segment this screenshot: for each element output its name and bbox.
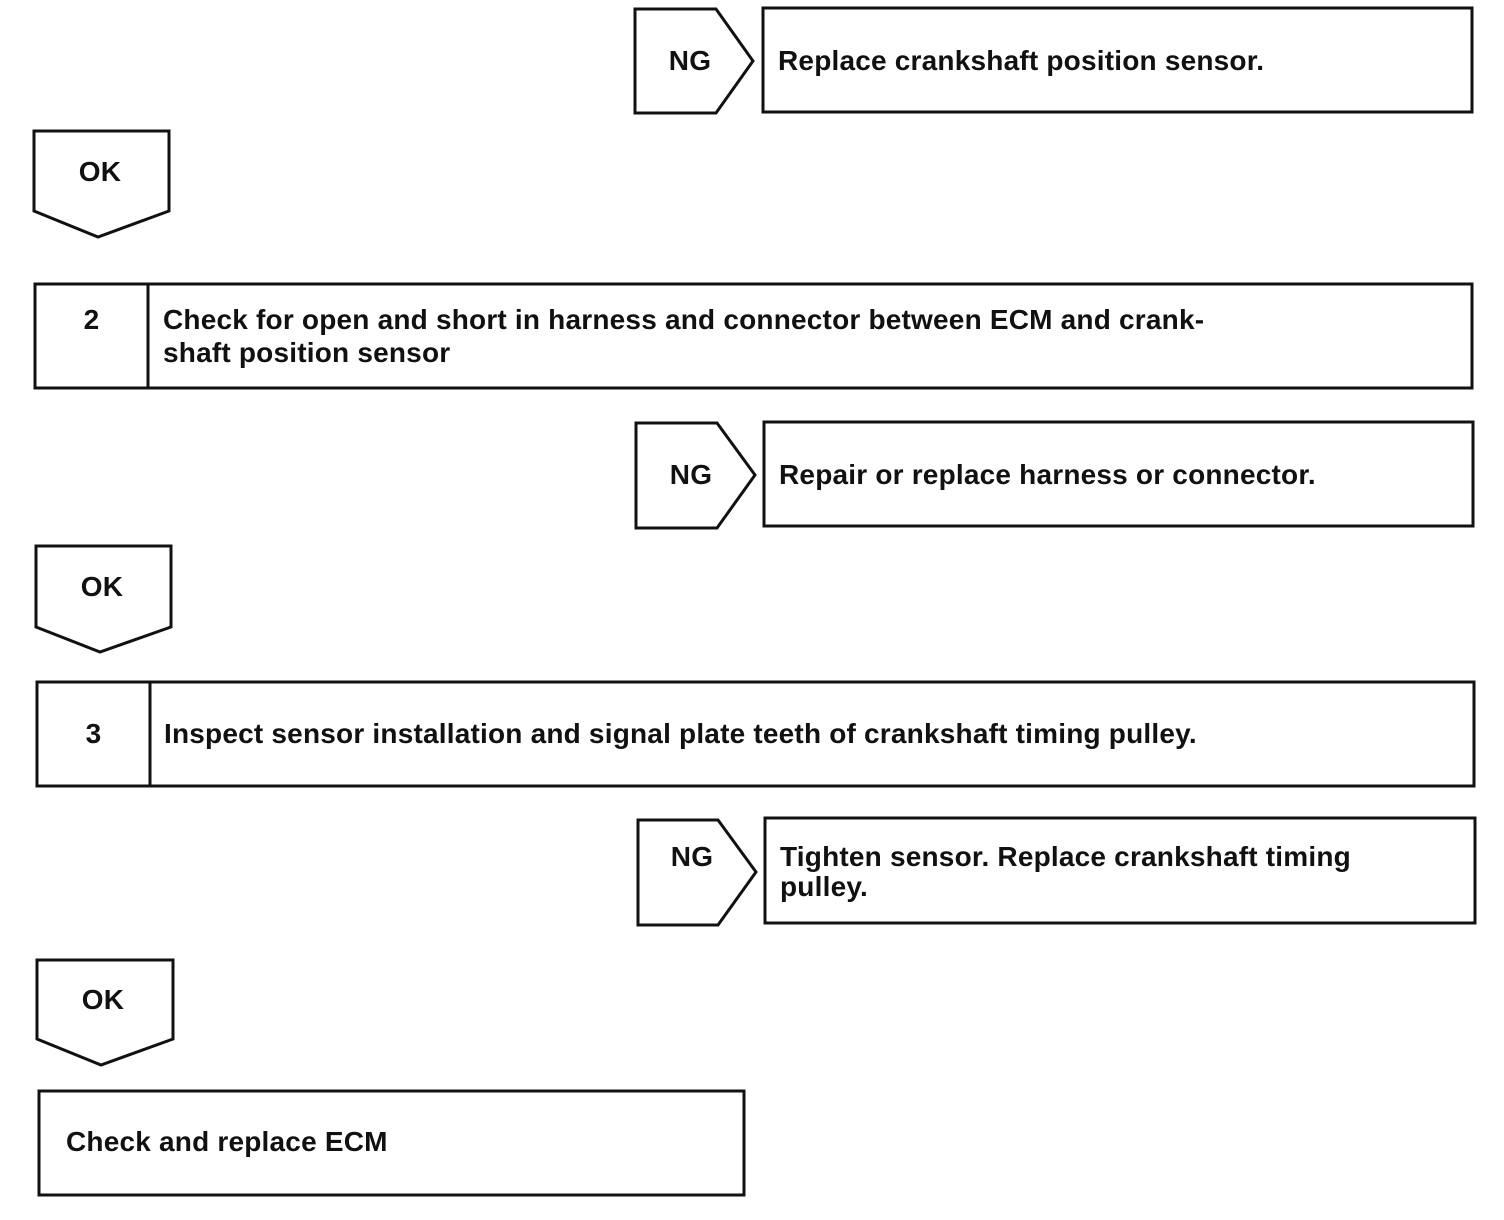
step-2-number: 2 bbox=[83, 304, 100, 335]
ok-label-3: OK bbox=[81, 984, 125, 1015]
ng-label-2: NG bbox=[669, 459, 713, 490]
ng-action-1: Replace crankshaft position sensor. bbox=[778, 45, 1265, 76]
ok-label-2: OK bbox=[80, 571, 124, 602]
final-action-text: Check and replace ECM bbox=[66, 1126, 388, 1157]
step-2-text-line-1: Check for open and short in harness and … bbox=[163, 304, 1205, 335]
ng-label-1: NG bbox=[668, 45, 712, 76]
ng-action-3-line-1: Tighten sensor. Replace crankshaft timin… bbox=[780, 841, 1351, 872]
ok-label-1: OK bbox=[78, 156, 122, 187]
step-3-text: Inspect sensor installation and signal p… bbox=[164, 718, 1197, 749]
ng-label-3: NG bbox=[670, 841, 714, 872]
ng-action-2: Repair or replace harness or connector. bbox=[779, 459, 1316, 490]
step-3-number: 3 bbox=[85, 718, 102, 749]
step-2-text-line-2: shaft position sensor bbox=[163, 337, 451, 368]
ng-action-3-line-2: pulley. bbox=[780, 871, 869, 902]
